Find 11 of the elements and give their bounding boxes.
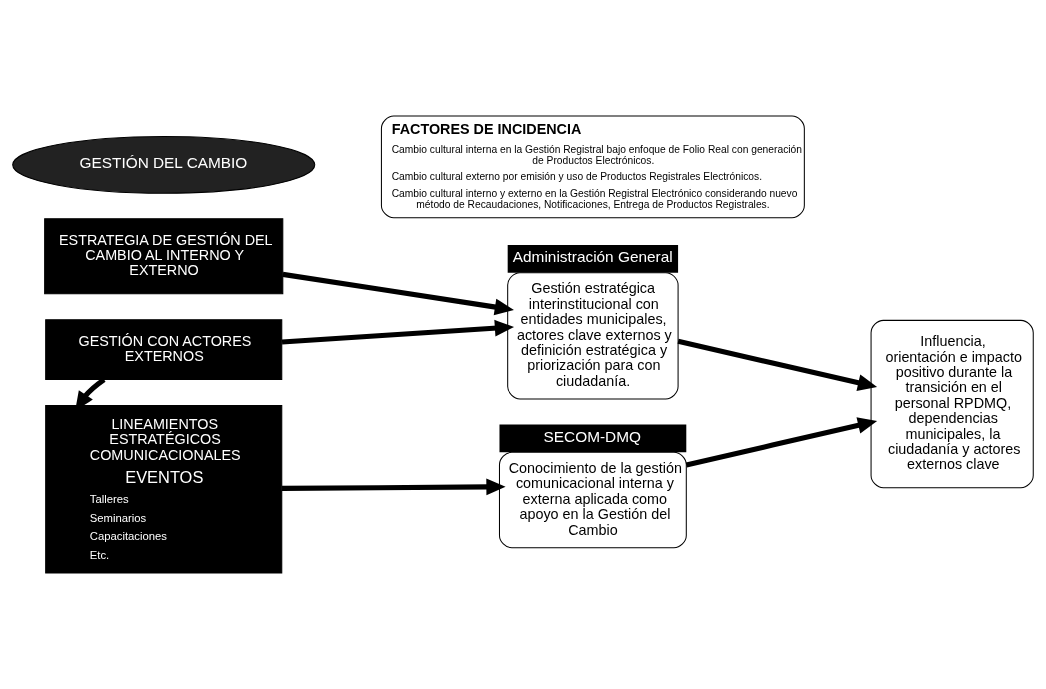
node-box: FACTORES DE INCIDENCIA Cambio cultural interna en la Gestión Registral bajo enfoque de Folio Real con generación de Productos Electrónicos. Cambio cultural externo por emisión y uso de Productos Registrales Electrónicos. Cambio cultural interno y externo en la Gestión Registral Electrónico considerando nuevo método de Recaudaciones, Notificaciones, Entrega de Productos Registrales. <box>380 115 805 219</box>
arrow <box>282 478 506 496</box>
arrow <box>685 417 878 468</box>
node-box: ESTRATEGIA DE GESTIÓN DEL CAMBIO AL INTERNO Y EXTERNO <box>44 218 284 295</box>
arrow <box>281 319 515 345</box>
node-ellipse: GESTIÓN DEL CAMBIO <box>12 135 316 194</box>
node-box: Influencia, orientación e impacto positivo durante la transición en el personal RPDMQ, dependencias municipales, la ciudadanía y actores externos clave <box>870 319 1034 489</box>
arrow <box>282 271 514 316</box>
node-box: GESTIÓN CON ACTORES EXTERNOS <box>45 319 283 380</box>
arrow <box>677 338 878 391</box>
node-box: LINEAMIENTOS ESTRATÉGICOS COMUNICACIONALES EVENTOS Talleres Seminarios Capacitaciones Etc. <box>45 405 283 574</box>
